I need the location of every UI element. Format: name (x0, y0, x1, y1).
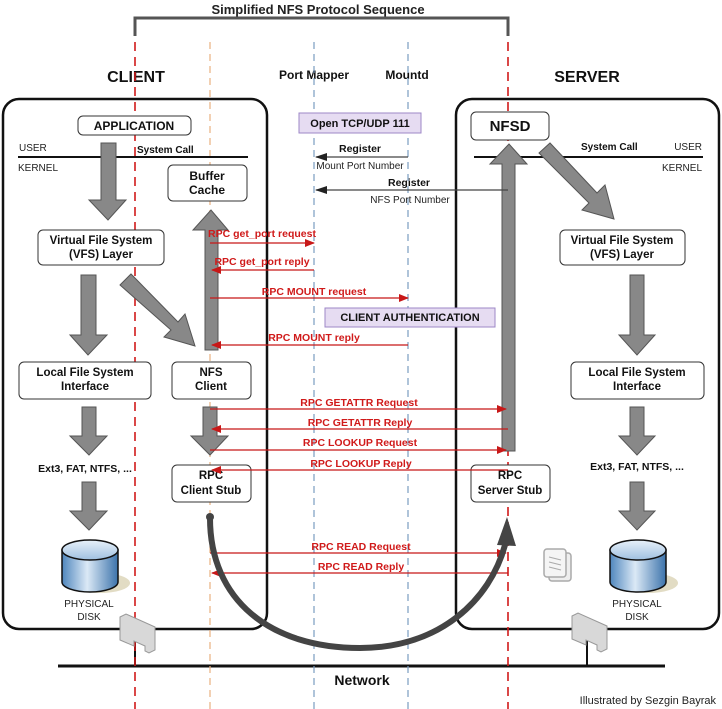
msg-getattr-reply-label: RPC GETATTR Reply (308, 417, 413, 429)
client-localfs-label-2: Interface (61, 381, 109, 393)
server-disk-icon (609, 539, 678, 593)
app-to-vfs-arrow (87, 142, 128, 221)
server-kernel-label: KERNEL (662, 163, 702, 174)
client-vfs-label-1: Virtual File System (50, 235, 153, 247)
credit-label: Illustrated by Sezgin Bayrak (580, 695, 717, 707)
documents-icon (543, 548, 572, 582)
client-auth-note-label: CLIENT AUTHENTICATION (340, 312, 479, 324)
application-box (77, 115, 192, 136)
msg-get-port-request-label: RPC get_port request (208, 228, 316, 240)
application-label: APPLICATION (94, 119, 174, 133)
server-network-card-icon (571, 612, 608, 653)
nfsd-box (470, 111, 550, 141)
msg-get-port-reply-label: RPC get_port reply (214, 256, 309, 268)
server-localfs-to-fs-arrow (617, 406, 657, 456)
register-mount-label: Register (339, 143, 381, 155)
client-vfs-label-2: (VFS) Layer (69, 249, 133, 261)
stub-to-nfsd-arrow (488, 143, 529, 452)
localfs-to-fs-arrow (68, 406, 109, 456)
nfs-client-label-1: NFS (200, 367, 223, 379)
server-system-call-label: System Call (581, 142, 638, 153)
server-header: SERVER (554, 69, 620, 86)
server-localfs-label-2: Interface (613, 381, 661, 393)
client-auth-note (324, 307, 496, 328)
rpc-server-stub-box (470, 464, 551, 503)
server-localfs-label-1: Local File System (588, 367, 685, 379)
msg-mount-reply-label: RPC MOUNT reply (268, 332, 360, 344)
nfs-to-stub-arrow (189, 406, 230, 456)
client-network-card-icon (119, 613, 156, 654)
msg-read-reply-label: RPC READ Reply (318, 561, 405, 573)
register-mount-sublabel: Mount Port Number (316, 161, 404, 172)
mountd-header: Mountd (385, 68, 428, 82)
client-filesystems-label: Ext3, FAT, NTFS, ... (38, 463, 132, 475)
vfs-to-nfs-arrow (119, 273, 196, 347)
network-label: Network (334, 672, 389, 688)
buffer-cache-box (167, 164, 248, 202)
server-vfs-label-2: (VFS) Layer (590, 249, 654, 261)
rpc-client-stub-label-2: Client Stub (181, 485, 242, 497)
msg-read-request-label: RPC READ Request (311, 541, 411, 553)
diagram-title: Simplified NFS Protocol Sequence (211, 2, 424, 17)
server-user-label: USER (674, 142, 702, 153)
nfs-client-box (171, 361, 252, 400)
rpc-client-stub-label-1: RPC (199, 470, 223, 482)
register-nfs-sublabel: NFS Port Number (370, 195, 450, 206)
client-system-call-label: System Call (137, 145, 194, 156)
port-mapper-header: Port Mapper (279, 68, 349, 82)
server-fs-to-disk-arrow (617, 481, 657, 531)
msg-mount-request-label: RPC MOUNT request (262, 286, 367, 298)
rpc-server-stub-label-1: RPC (498, 470, 522, 482)
client-disk-icon (61, 539, 130, 593)
vfs-to-localfs-arrow (68, 274, 109, 356)
msg-lookup-request-label: RPC LOOKUP Request (303, 437, 418, 449)
buffer-cache-label-2: Cache (189, 183, 225, 197)
open-port-note-label: Open TCP/UDP 111 (310, 118, 409, 130)
client-disk-label-2: DISK (77, 612, 101, 623)
client-user-label: USER (19, 143, 47, 154)
register-nfs-label: Register (388, 177, 430, 189)
client-header: CLIENT (107, 69, 165, 86)
rpc-client-stub-box (171, 464, 252, 503)
client-vfs-box (37, 229, 165, 266)
buffer-cache-label-1: Buffer (189, 169, 225, 183)
msg-getattr-request-label: RPC GETATTR Request (300, 397, 418, 409)
nfs-client-label-2: Client (195, 381, 227, 393)
server-localfs-box (570, 361, 705, 400)
client-kernel-label: KERNEL (18, 163, 58, 174)
server-disk-label-2: DISK (625, 612, 649, 623)
rpc-transport-curve-arrow (206, 513, 516, 652)
server-disk-label-1: PHYSICAL (612, 599, 662, 610)
client-localfs-label-1: Local File System (36, 367, 133, 379)
nfsd-to-vfs-arrow (538, 142, 615, 220)
server-vfs-box (559, 229, 686, 266)
server-vfs-label-1: Virtual File System (571, 235, 674, 247)
nfsd-label: NFSD (490, 118, 531, 135)
server-filesystems-label: Ext3, FAT, NTFS, ... (590, 461, 684, 473)
nfs-to-buffer-arrow (191, 209, 230, 351)
client-localfs-box (18, 361, 152, 400)
msg-lookup-reply-label: RPC LOOKUP Reply (310, 458, 411, 470)
title-bracket (133, 16, 510, 36)
fs-to-disk-arrow (68, 481, 109, 531)
client-disk-label-1: PHYSICAL (64, 599, 114, 610)
server-vfs-to-localfs-arrow (617, 274, 657, 356)
open-port-note (298, 112, 422, 134)
rpc-server-stub-label-2: Server Stub (478, 485, 543, 497)
